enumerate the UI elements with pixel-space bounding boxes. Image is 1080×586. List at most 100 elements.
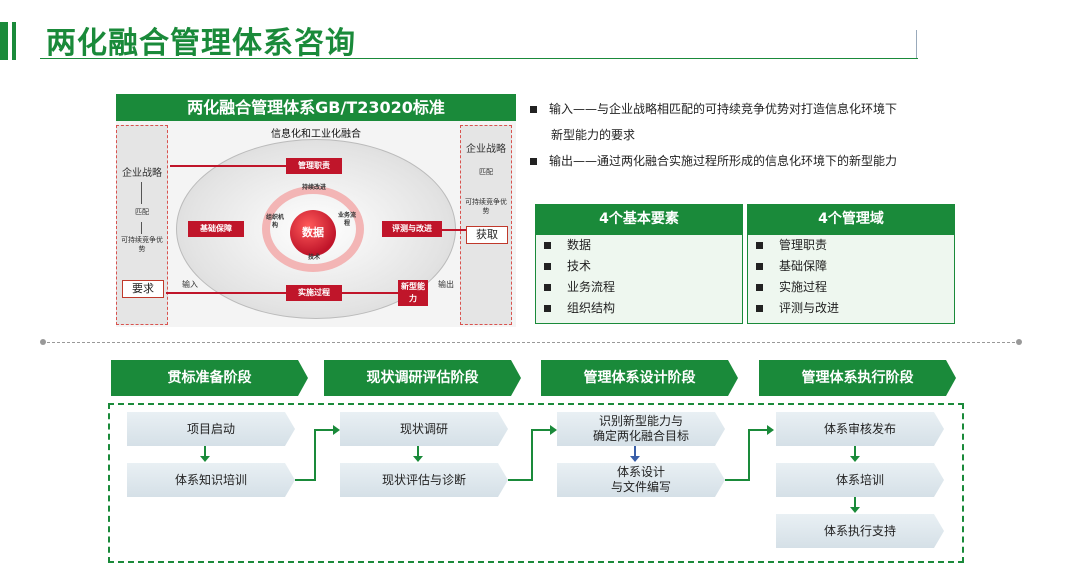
title-underline — [40, 58, 918, 59]
connector-line — [854, 497, 856, 509]
ellipse-title: 信息化和工业化融合 — [271, 129, 361, 140]
bullet-square-icon — [544, 284, 551, 291]
output-label: 输出 — [438, 280, 454, 289]
bullet-square-icon — [756, 263, 763, 270]
box-mgmt-responsibility: 管理职责 — [286, 158, 342, 174]
bullet-output: 输出——通过两化融合实施过程所形成的信息化环境下的新型能力 — [530, 150, 897, 172]
data-ring — [262, 186, 364, 272]
bullet-square-icon — [530, 106, 537, 113]
step-identify-capability: 识别新型能力与确定两化融合目标 — [557, 412, 725, 446]
down-arrow-icon — [200, 456, 210, 462]
step-system-design: 体系设计与文件编写 — [557, 463, 725, 497]
step-knowledge-training: 体系知识培训 — [127, 463, 295, 497]
list-item: 管理职责 — [748, 235, 954, 256]
down-arrow-icon — [630, 456, 640, 462]
ring-label-org: 组织机构 — [265, 214, 284, 229]
page-title: 两化融合管理体系咨询 — [46, 26, 356, 61]
list-item: 实施过程 — [748, 277, 954, 298]
bullet-square-icon — [530, 158, 537, 165]
connector-line — [531, 429, 533, 481]
box-impl-process: 实施过程 — [286, 285, 342, 301]
down-arrow-icon — [413, 456, 423, 462]
left-up-arrow-line — [141, 182, 142, 204]
line-input — [166, 292, 286, 294]
divider-dot-right — [1016, 339, 1022, 345]
bullet-square-icon — [544, 263, 551, 270]
right-side-panel — [460, 125, 512, 325]
ring-label-process: 业务流程 — [337, 212, 356, 227]
down-arrow-icon — [850, 507, 860, 513]
domains-header: 4个管理域 — [747, 204, 955, 234]
step-line: 与文件编写 — [610, 480, 671, 494]
list-item: 评测与改进 — [748, 298, 954, 319]
left-strategy-label: 企业战略 — [122, 168, 162, 179]
connector-line — [748, 429, 768, 431]
right-arrow-icon — [550, 425, 557, 435]
left-match-label: 匹配 — [135, 208, 149, 216]
bullet-square-icon — [756, 305, 763, 312]
step-execution-support: 体系执行支持 — [776, 514, 944, 548]
step-line: 体系设计 — [616, 465, 665, 479]
list-item: 业务流程 — [536, 277, 742, 298]
list-item: 技术 — [536, 256, 742, 277]
section-divider — [42, 342, 1020, 343]
connector-line — [634, 446, 636, 458]
box-new-capability: 新型能力 — [398, 280, 428, 306]
data-core: 数据 — [290, 210, 336, 256]
ring-label-tech: 技术 — [307, 254, 320, 261]
connector-line — [725, 479, 749, 481]
right-match-label: 匹配 — [479, 168, 493, 176]
stage-design: 管理体系设计阶段 — [541, 360, 738, 396]
ring-label-improve: 持续改进 — [301, 184, 326, 191]
box-eval-improve: 评测与改进 — [382, 221, 442, 237]
divider-dot-left — [40, 339, 46, 345]
elements-list: 数据 技术 业务流程 组织结构 — [535, 234, 743, 324]
right-arrow-icon — [333, 425, 340, 435]
connector-line — [854, 446, 856, 458]
title-accent-bar — [0, 22, 8, 60]
step-audit-release: 体系审核发布 — [776, 412, 944, 446]
bullet-output-line1: 输出——通过两化融合实施过程所形成的信息化环境下的新型能力 — [549, 154, 898, 168]
elements-header: 4个基本要素 — [535, 204, 743, 234]
right-advantage-label: 可持续竞争优势 — [465, 198, 507, 215]
connector-line — [314, 429, 316, 481]
title-accent-bar-thin — [12, 22, 16, 60]
step-line: 识别新型能力与 — [598, 414, 683, 428]
diagram-header: 两化融合管理体系GB/T23020标准 — [116, 94, 516, 121]
bullet-square-icon — [544, 242, 551, 249]
bullet-input: 输入——与企业战略相匹配的可持续竞争优势对打造信息化环境下 — [530, 98, 897, 120]
stage-prep: 贯标准备阶段 — [111, 360, 308, 396]
step-line: 确定两化融合目标 — [592, 429, 689, 443]
connector-line — [417, 446, 419, 458]
bullet-input-line1: 输入——与企业战略相匹配的可持续竞争优势对打造信息化环境下 — [549, 102, 898, 116]
list-item: 数据 — [536, 235, 742, 256]
step-project-kickoff: 项目启动 — [127, 412, 295, 446]
domains-list: 管理职责 基础保障 实施过程 评测与改进 — [747, 234, 955, 324]
step-system-training: 体系培训 — [776, 463, 944, 497]
stage-survey: 现状调研评估阶段 — [324, 360, 521, 396]
bullet-square-icon — [544, 305, 551, 312]
bullet-square-icon — [756, 242, 763, 249]
step-survey: 现状调研 — [340, 412, 508, 446]
bullet-input-line2: 新型能力的要求 — [551, 128, 636, 142]
list-item: 组织结构 — [536, 298, 742, 319]
connector-line — [295, 479, 315, 481]
bullet-square-icon — [756, 284, 763, 291]
input-label: 输入 — [182, 280, 198, 289]
list-item: 基础保障 — [748, 256, 954, 277]
stage-execute: 管理体系执行阶段 — [759, 360, 956, 396]
right-strategy-label: 企业战略 — [466, 144, 506, 155]
connector-line — [531, 429, 551, 431]
left-requirement-tag: 要求 — [122, 280, 164, 298]
down-arrow-icon — [850, 456, 860, 462]
process-container — [108, 403, 964, 563]
right-arrow-icon — [767, 425, 774, 435]
step-assessment: 现状评估与诊断 — [340, 463, 508, 497]
left-up-arrow-line-2 — [141, 222, 142, 234]
line-to-mgmt — [170, 165, 286, 167]
connector-line — [314, 429, 334, 431]
line-eval-to-acquire — [442, 229, 466, 231]
connector-line — [204, 446, 206, 458]
right-acquire-tag: 获取 — [466, 226, 508, 244]
line-impl-to-new — [342, 292, 398, 294]
